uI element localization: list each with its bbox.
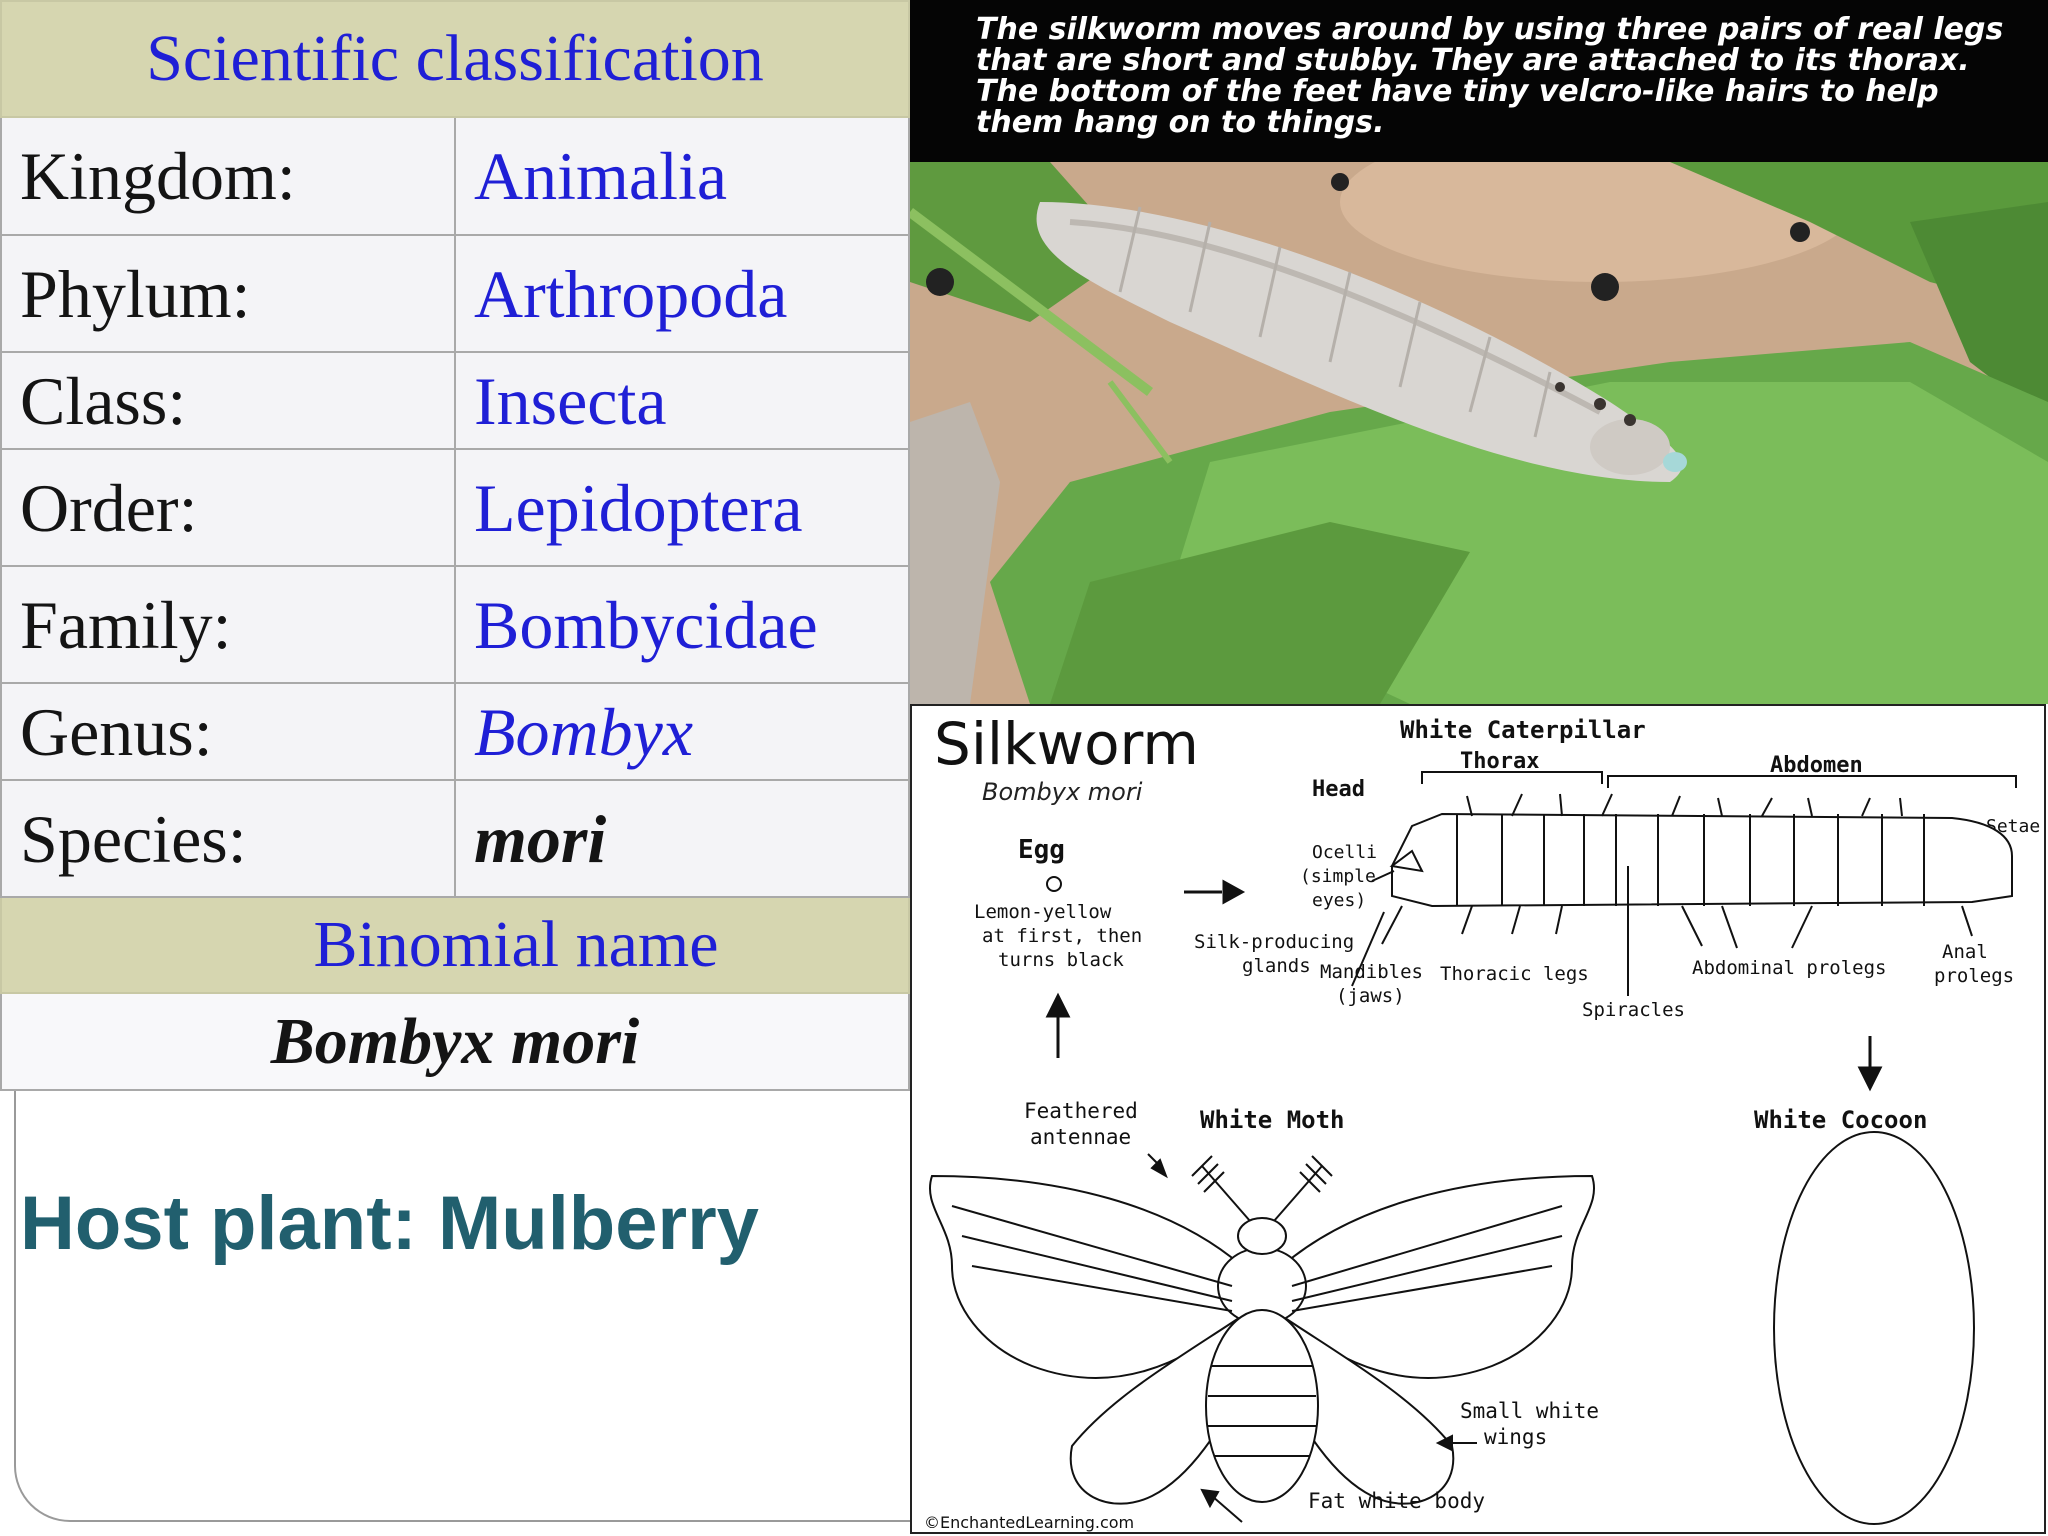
class-label: Class: <box>0 351 456 450</box>
kingdom-label: Kingdom: <box>0 116 456 236</box>
moth-title: White Moth <box>1200 1106 1345 1134</box>
phylum-label: Phylum: <box>0 234 456 353</box>
phylum-value[interactable]: Arthropoda <box>454 234 910 353</box>
binomial-header: Binomial name <box>0 896 910 994</box>
order-label: Order: <box>0 448 456 567</box>
egg-desc-2: at first, then <box>982 925 1142 947</box>
caterpillar-title: White Caterpillar <box>1400 716 1646 744</box>
cocoon-title: White Cocoon <box>1754 1106 1927 1134</box>
cocoon-drawing <box>1773 1131 1975 1525</box>
classification-header: Scientific classification <box>0 0 910 118</box>
genus-value[interactable]: Bombyx <box>454 682 910 781</box>
mandibles-label-1: Mandibles <box>1320 961 1423 983</box>
species-label: Species: <box>0 779 456 898</box>
diagram-title: Silkworm <box>934 710 1199 778</box>
class-value[interactable]: Insecta <box>454 351 910 450</box>
silkworm-lifecycle-diagram: Silkworm Bombyx mori White Caterpillar T… <box>910 704 2046 1534</box>
caption-bar: The silkworm moves around by using three… <box>910 0 2048 162</box>
credit-text: ©EnchantedLearning.com <box>924 1513 1134 1532</box>
family-value[interactable]: Bombycidae <box>454 565 910 684</box>
family-label: Family: <box>0 565 456 684</box>
content-frame <box>14 1080 956 1522</box>
anal-prolegs-label-1: Anal <box>1942 941 1988 963</box>
moth-drawing <box>929 1165 1595 1505</box>
diagram-subtitle: Bombyx mori <box>982 778 1143 806</box>
thoracic-legs-label: Thoracic legs <box>1440 963 1589 985</box>
order-value[interactable]: Lepidoptera <box>454 448 910 567</box>
egg-icon <box>1046 876 1062 892</box>
egg-desc-3: turns black <box>998 949 1124 971</box>
anal-prolegs-label-2: prolegs <box>1934 965 2014 987</box>
silk-glands-label-2: glands <box>1242 955 1311 977</box>
abdominal-prolegs-label: Abdominal prolegs <box>1692 957 1886 979</box>
binomial-value: Bombyx mori <box>0 992 910 1091</box>
classification-panel: Scientific classification Kingdom:Animal… <box>0 0 956 1536</box>
genus-label: Genus: <box>0 682 456 781</box>
egg-label: Egg <box>1018 835 1065 865</box>
thorax-label: Thorax <box>1460 749 1539 774</box>
ocelli-label-2: (simple <box>1300 866 1376 887</box>
photo-caption: The silkworm moves around by using three… <box>976 12 2004 140</box>
species-value: mori <box>454 779 910 898</box>
spiracles-label: Spiracles <box>1582 999 1685 1021</box>
feathered-antennae-label-2: antennae <box>1030 1125 1131 1149</box>
ocelli-label-1: Ocelli <box>1312 842 1377 863</box>
silkworm-photo: The silkworm moves around by using three… <box>910 0 2048 704</box>
ocelli-label-3: eyes) <box>1312 890 1366 911</box>
head-label: Head <box>1312 777 1365 802</box>
taxobox-table: Scientific classification Kingdom:Animal… <box>0 0 910 1091</box>
caterpillar-drawing <box>1389 812 2013 908</box>
feathered-antennae-label-1: Feathered <box>1024 1099 1138 1123</box>
small-wings-label-1: Small white <box>1460 1399 1599 1423</box>
kingdom-value[interactable]: Animalia <box>454 116 910 236</box>
host-plant-text: Host plant: Mulberry <box>20 1181 759 1266</box>
abdomen-label: Abdomen <box>1770 753 1863 778</box>
small-wings-label-2: wings <box>1484 1425 1547 1449</box>
fat-body-label: Fat white body <box>1308 1489 1485 1513</box>
silkworm-photo-image <box>910 162 2048 704</box>
egg-desc-1: Lemon-yellow <box>974 901 1112 923</box>
mandibles-label-2: (jaws) <box>1336 985 1405 1007</box>
silk-glands-label-1: Silk-producing <box>1194 931 1354 953</box>
